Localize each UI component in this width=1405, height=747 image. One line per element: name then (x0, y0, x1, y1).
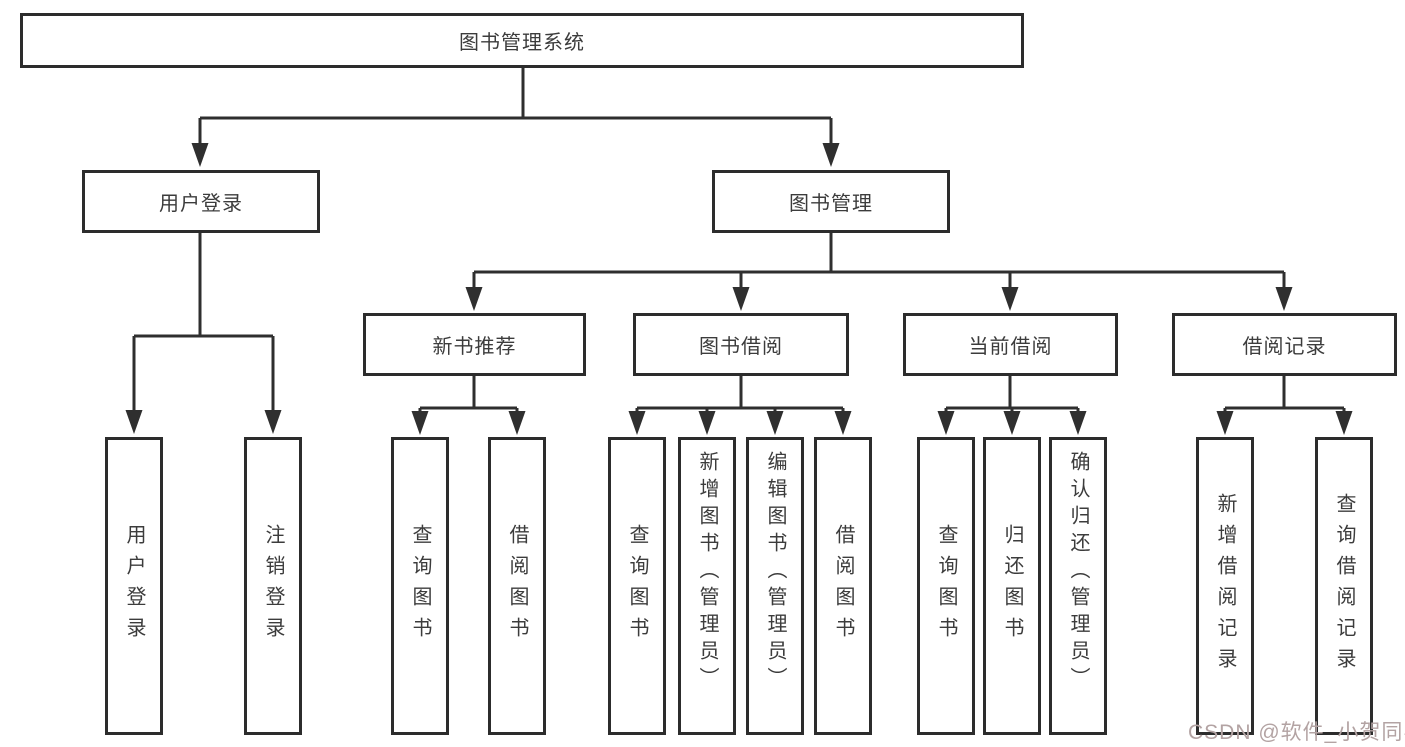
leaf-label: 查询借阅记录 (1333, 493, 1355, 679)
leaf-borrow-books: 借阅图书 (814, 437, 872, 735)
arrowhead-icon (834, 411, 852, 435)
arrowhead-icon (411, 411, 429, 435)
leaf-user-login: 用户登录 (105, 437, 163, 735)
leaf-query-borrow-record: 查询借阅记录 (1315, 437, 1373, 735)
arrowhead-icon (508, 411, 526, 435)
leaf-query-books-borrow: 查询图书 (608, 437, 666, 735)
leaf-logout-login: 注销登录 (244, 437, 302, 735)
node-user-login: 用户登录 (82, 170, 320, 233)
arrowhead-icon (937, 411, 955, 435)
node-label: 用户登录 (159, 193, 243, 215)
leaf-label: 借阅图书 (506, 524, 528, 648)
arrowhead-icon (1001, 287, 1019, 311)
leaf-query-books-recommend: 查询图书 (391, 437, 449, 735)
leaf-return-books: 归还图书 (983, 437, 1041, 735)
leaf-label: 借阅图书 (832, 524, 854, 648)
csdn-watermark: CSDN @软件_小贺同学 (1188, 721, 1405, 744)
leaf-query-books-current: 查询图书 (917, 437, 975, 735)
leaf-label: 新增图书（管理员） (696, 451, 718, 694)
leaf-edit-book-admin: 编辑图书（管理员） (746, 437, 804, 735)
arrowhead-icon (628, 411, 646, 435)
arrowhead-icon (698, 411, 716, 435)
arrowhead-icon (465, 287, 483, 311)
node-current-borrow: 当前借阅 (903, 313, 1118, 376)
connector-book-borrow-children (628, 376, 852, 435)
leaf-label: 查询图书 (626, 524, 648, 648)
node-book-borrow: 图书借阅 (633, 313, 849, 376)
node-label: 图书管理 (789, 193, 873, 215)
connector-user-login-children (125, 233, 282, 434)
arrowhead-icon (264, 410, 282, 434)
connector-book-management-children (465, 233, 1293, 311)
leaf-label: 编辑图书（管理员） (764, 451, 786, 694)
connector-current-borrow-children (937, 376, 1087, 435)
connector-root-to-level2 (191, 67, 840, 167)
node-label: 当前借阅 (968, 336, 1053, 358)
node-label: 图书管理系统 (459, 32, 585, 54)
node-root-system: 图书管理系统 (20, 13, 1024, 68)
leaf-add-book-admin: 新增图书（管理员） (678, 437, 736, 735)
leaf-add-borrow-record: 新增借阅记录 (1196, 437, 1254, 735)
arrowhead-icon (766, 411, 784, 435)
node-borrow-records: 借阅记录 (1172, 313, 1397, 376)
leaf-confirm-return-admin: 确认归还（管理员） (1049, 437, 1107, 735)
node-label: 图书借阅 (699, 336, 783, 358)
node-label: 新书推荐 (432, 336, 517, 358)
node-book-management: 图书管理 (712, 170, 950, 233)
arrowhead-icon (191, 143, 209, 167)
leaf-borrow-books-recommend: 借阅图书 (488, 437, 546, 735)
leaf-label: 归还图书 (1001, 524, 1023, 648)
leaf-label: 用户登录 (123, 524, 145, 648)
arrowhead-icon (125, 410, 143, 434)
arrowhead-icon (1003, 411, 1021, 435)
connector-new-book-children (411, 376, 526, 435)
leaf-label: 查询图书 (935, 524, 957, 648)
arrowhead-icon (822, 143, 840, 167)
node-new-book-recommend: 新书推荐 (363, 313, 586, 376)
leaf-label: 查询图书 (409, 524, 431, 648)
node-label: 借阅记录 (1242, 336, 1327, 358)
arrowhead-icon (1275, 287, 1293, 311)
arrowhead-icon (1069, 411, 1087, 435)
connector-borrow-records-children (1216, 376, 1353, 435)
arrowhead-icon (1216, 411, 1234, 435)
leaf-label: 新增借阅记录 (1214, 493, 1236, 679)
leaf-label: 确认归还（管理员） (1067, 451, 1089, 694)
arrowhead-icon (732, 287, 750, 311)
arrowhead-icon (1335, 411, 1353, 435)
leaf-label: 注销登录 (262, 524, 284, 648)
